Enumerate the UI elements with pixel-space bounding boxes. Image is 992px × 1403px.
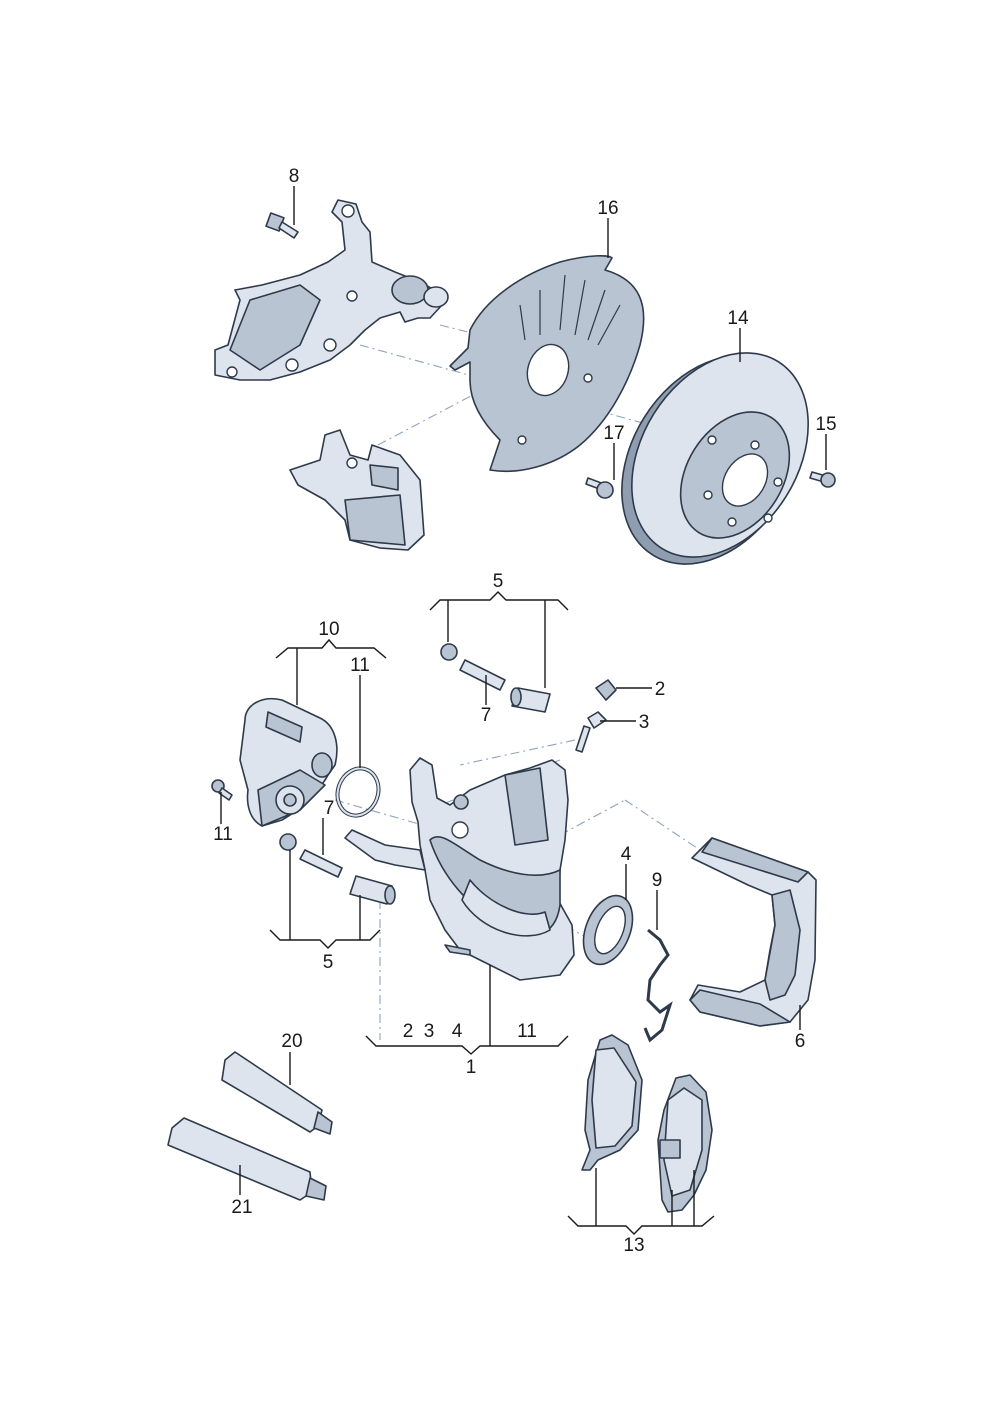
guide-pin-7-top (459, 659, 506, 691)
brake-disc-14 (621, 352, 809, 565)
leader-lines (220, 186, 827, 1235)
screw-15 (809, 471, 836, 488)
piston-seal-4 (582, 894, 634, 966)
o-ring-11 (335, 766, 381, 818)
callout-7-left: 7 (324, 798, 335, 819)
bleeder-valve-3 (575, 711, 607, 753)
brake-pad-13a (581, 1034, 643, 1171)
hex-bolt-8 (265, 212, 299, 239)
callout-5-top: 5 (493, 571, 504, 592)
callout-11-top: 11 (350, 655, 370, 676)
brake-caliper-1 (344, 757, 575, 981)
callout-3: 3 (639, 712, 650, 733)
cap-5a (440, 643, 458, 661)
callout-labels: 8 16 14 15 17 5 10 11 2 7 3 7 11 4 9 5 2… (213, 166, 836, 1256)
callout-1: 1 (466, 1057, 477, 1078)
screw-11 (211, 779, 233, 801)
callout-11-left: 11 (213, 824, 233, 845)
grease-tube-20 (221, 1051, 333, 1135)
callout-4: 4 (621, 844, 632, 865)
spring-clip-9 (643, 928, 673, 1043)
callout-13: 13 (623, 1235, 644, 1256)
callout-9: 9 (652, 870, 663, 891)
screw-17 (585, 477, 614, 499)
callout-10: 10 (318, 619, 339, 640)
callout-15: 15 (815, 414, 836, 435)
brake-pad-13b (657, 1074, 713, 1213)
callout-7-top: 7 (481, 705, 492, 726)
caliper-mount-bracket (289, 429, 425, 551)
cap-5b (279, 833, 297, 851)
guide-sleeve-5-top (510, 687, 551, 713)
wheel-bearing-housing (214, 199, 449, 381)
callout-1-sub-2: 2 (403, 1021, 414, 1042)
guide-sleeve-5-bottom (349, 875, 396, 905)
callout-17: 17 (603, 423, 624, 444)
dust-cap-2 (595, 679, 617, 701)
callout-8: 8 (289, 166, 300, 187)
callout-2: 2 (655, 679, 666, 700)
parking-brake-motor-10 (239, 698, 338, 827)
callout-6: 6 (795, 1031, 806, 1052)
callout-1-sub-11: 11 (517, 1021, 537, 1042)
callout-1-sub-4: 4 (452, 1021, 463, 1042)
caliper-carrier-6 (689, 837, 817, 1027)
callout-20: 20 (281, 1031, 302, 1052)
callout-21: 21 (231, 1197, 252, 1218)
callout-16: 16 (597, 198, 618, 219)
callout-1-sub-3: 3 (424, 1021, 435, 1042)
grease-tube-21 (167, 1117, 327, 1201)
callout-5-bottom: 5 (323, 952, 334, 973)
guide-pin-7-left (299, 849, 343, 878)
callout-14: 14 (727, 308, 749, 329)
splash-shield-16 (449, 255, 645, 473)
